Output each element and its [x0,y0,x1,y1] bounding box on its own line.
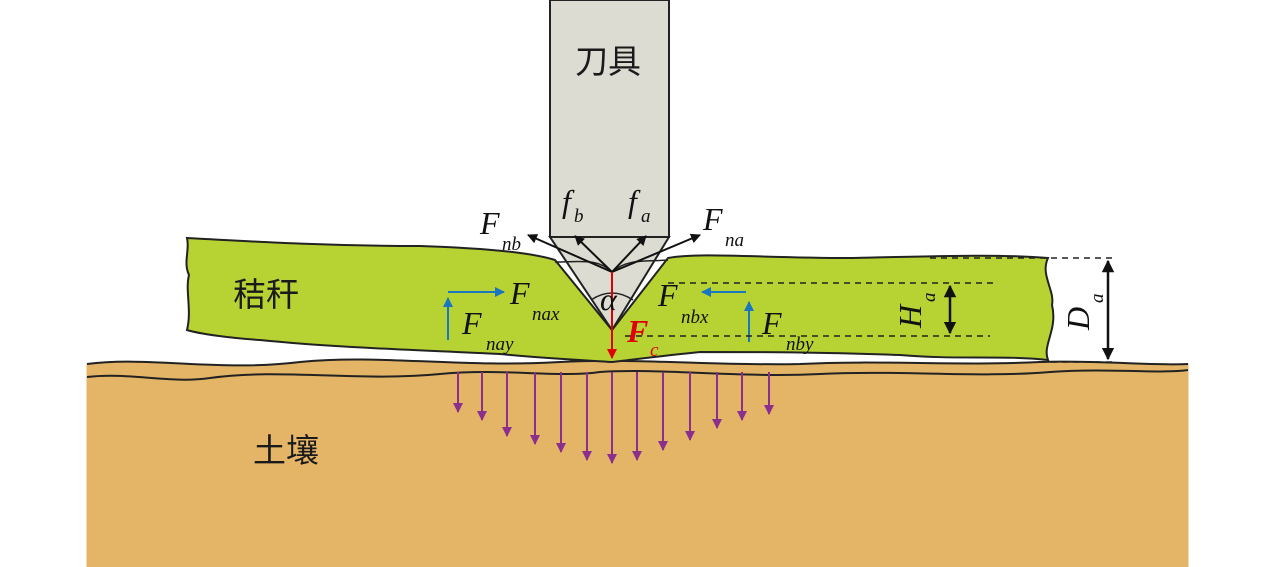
label-alpha: α [600,281,618,317]
soil-reaction-arrows [453,372,774,464]
arrow-f-a [611,235,647,273]
arrow-F-na [611,233,701,273]
tool-label: 刀具 [575,42,641,81]
label-D-a: D a [1060,294,1108,332]
label-D-a-sub: a [1087,294,1108,304]
label-F-nbx-sub: nbx [681,307,709,328]
straw-label: 秸秆 [233,275,299,314]
soil-surface-line [86,369,1189,381]
label-H-a-main: H [892,303,928,329]
label-F-nby-main: F [761,305,782,341]
label-H-a-sub: a [919,293,940,303]
label-F-nay-sub: nay [486,334,514,355]
label-F-c-sub: c [650,340,659,361]
label-F-nbx-main: F [657,277,678,313]
label-F-nb-sub: nb [502,234,521,255]
label-F-nax-main: F [509,275,530,311]
label-F-c-main: F [626,313,648,349]
label-F-na-sub: na [725,230,744,251]
label-H-a: H a [892,293,940,330]
label-F-nay-main: F [461,305,482,341]
label-F-nax-sub: nax [532,304,560,325]
straw-body [185,236,1055,364]
label-F-nby-sub: nby [786,334,814,355]
label-F-na-main: F [702,201,723,237]
label-f-a-sub: a [641,206,651,227]
soil-label: 土壤 [253,431,319,470]
tool-body [549,0,670,238]
arrow-f-b [574,235,613,273]
label-F-nb-main: F [479,205,500,241]
label-D-a-main: D [1060,307,1096,331]
arrow-F-nb [527,234,613,273]
label-f-b-sub: b [574,206,584,227]
